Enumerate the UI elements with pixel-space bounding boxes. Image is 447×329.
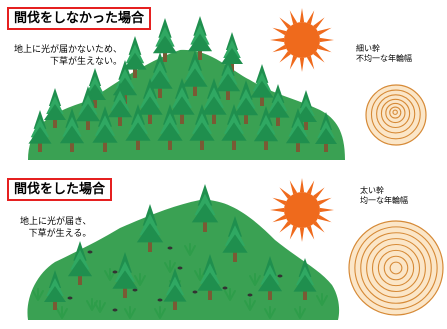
conifer-tree-icon [201, 78, 227, 124]
conifer-tree-icon [84, 68, 106, 108]
grass-tuft-icon [316, 293, 328, 306]
conifer-tree-icon [44, 88, 66, 128]
conifer-tree-icon [92, 106, 118, 152]
grass-tuft-icon [56, 306, 68, 319]
grass-tuft-icon [134, 273, 146, 286]
conifer-tree-icon [257, 256, 283, 300]
grass-tuft-icon [224, 288, 236, 301]
sparse-tree-group [44, 184, 317, 310]
grass-tuft-icon [154, 306, 166, 319]
dense-tree-group [28, 16, 337, 152]
conifer-tree-icon [169, 78, 195, 124]
conifer-tree-icon [233, 80, 259, 124]
grass-tuft-icon [244, 298, 256, 311]
conifer-tree-icon [250, 64, 274, 106]
conifer-tree-icon [152, 18, 178, 62]
sun-icon [270, 8, 334, 72]
undergrowth-grass-group [32, 243, 328, 319]
thin-trunk-rings-icon [365, 84, 427, 146]
ground-dot [157, 298, 163, 302]
conifer-tree-icon [285, 108, 311, 152]
ring-caption-thinning: 太い幹 均一な年輪幅 [360, 186, 408, 206]
grass-tuft-icon [294, 306, 306, 319]
ground-dot [247, 293, 253, 297]
conifer-tree-icon [163, 268, 187, 310]
caption-no-thinning: 地上に光が届かないため、 下草が生えない。 [14, 44, 122, 68]
grass-tuft-icon [264, 306, 276, 319]
grass-tuft-icon [86, 298, 98, 311]
conifer-tree-icon [189, 104, 215, 150]
conifer-tree-icon [191, 184, 219, 232]
grass-tuft-icon [184, 243, 196, 256]
conifer-tree-icon [112, 252, 138, 298]
ring-caption-line-1: 細い幹 [356, 44, 380, 53]
grass-tuft-icon [124, 306, 136, 319]
conifer-tree-icon [182, 50, 208, 96]
ground-dot [177, 266, 183, 270]
thick-trunk-rings-icon [348, 220, 444, 316]
conifer-tree-icon [136, 204, 164, 252]
ground-dot [112, 308, 118, 312]
conifer-tree-icon [215, 56, 241, 100]
ground-dot [112, 270, 118, 274]
conifer-tree-icon [266, 84, 290, 126]
ground-dot [277, 274, 283, 278]
ground-dot [192, 290, 198, 294]
grass-tuft-icon [164, 260, 176, 273]
conifer-tree-icon [157, 104, 183, 150]
ground-dot [87, 250, 93, 254]
conifer-tree-icon [221, 104, 247, 150]
ground-dot [167, 246, 173, 250]
panel-thinning [27, 178, 444, 320]
caption-thinning: 地上に光が届き、 下草が生える。 [20, 216, 91, 240]
panel-no-thinning [28, 8, 427, 160]
caption-line-2: 下草が生えない。 [50, 57, 123, 67]
ring-caption-no-thinning: 細い幹 不均一な年輪幅 [356, 44, 412, 64]
ring-caption-line-1: 太い幹 [360, 186, 384, 195]
conifer-tree-icon [222, 216, 248, 262]
ground-dot [67, 296, 73, 300]
conifer-tree-icon [253, 106, 279, 150]
conifer-tree-icon [293, 258, 317, 300]
ring-caption-line-2: 均一な年輪幅 [360, 196, 408, 205]
caption-line-1: 地上に光が届かないため、 [14, 45, 123, 55]
conifer-tree-icon [137, 78, 163, 124]
caption-line-2: 下草が生える。 [28, 229, 92, 239]
grass-tuft-icon [249, 273, 261, 286]
conifer-tree-icon [75, 86, 101, 130]
ground-light-spots [67, 246, 283, 312]
conifer-tree-icon [44, 270, 66, 310]
conifer-tree-icon [197, 254, 223, 300]
conifer-tree-icon [125, 104, 151, 150]
conifer-tree-icon [147, 52, 173, 98]
conifer-tree-icon [315, 112, 337, 152]
ring-caption-line-2: 不均一な年輪幅 [356, 54, 412, 63]
grass-tuft-icon [32, 288, 44, 301]
section-title-thinning: 間伐をした場合 [7, 178, 113, 201]
section-title-no-thinning: 間伐をしなかった場合 [7, 7, 152, 30]
ground-dot [222, 286, 228, 290]
conifer-tree-icon [187, 16, 213, 60]
conifer-tree-icon [107, 82, 133, 126]
conifer-tree-icon [123, 36, 147, 78]
conifer-tree-icon [67, 241, 93, 285]
conifer-tree-icon [59, 108, 85, 152]
caption-line-1: 地上に光が届き、 [20, 217, 92, 227]
sun-icon [270, 178, 334, 242]
conifer-tree-icon [28, 110, 52, 152]
ground-dot [132, 288, 138, 292]
conifer-tree-icon [221, 32, 243, 72]
grass-tuft-icon [94, 300, 106, 313]
